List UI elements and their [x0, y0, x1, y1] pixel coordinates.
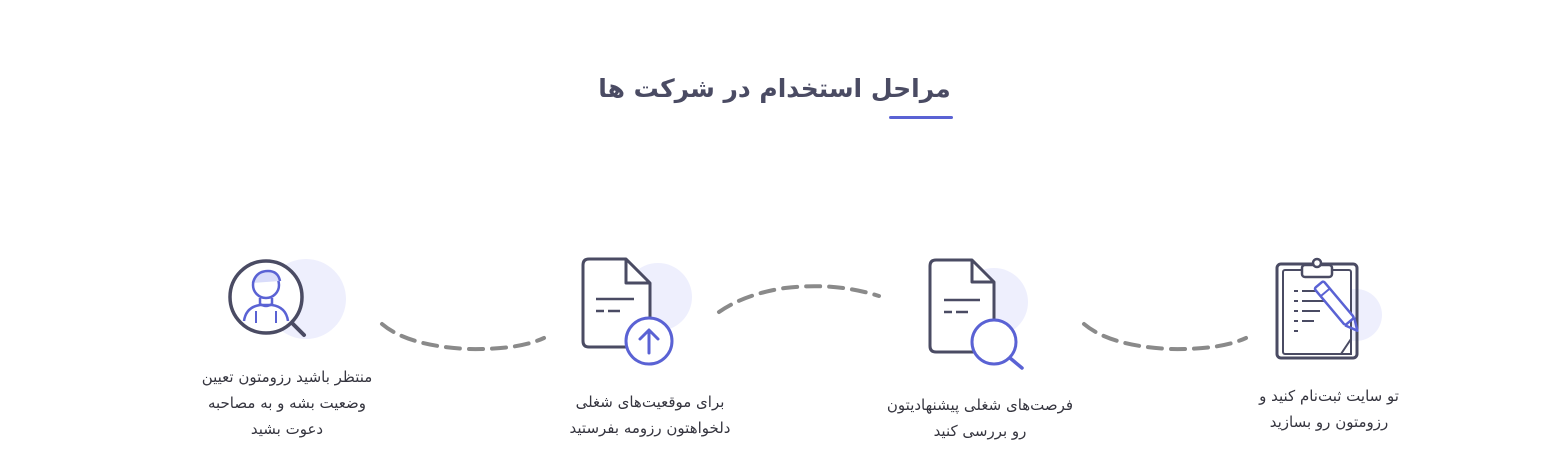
title-underline [889, 116, 953, 119]
step-1-text: تو سایت ثبت‌نام کنید و رزومتون رو بسازید [1259, 387, 1399, 431]
step-2-text: فرصت‌های شغلی پیشنهادیتون رو بررسی کنید [886, 396, 1074, 440]
user-search-icon [228, 259, 346, 339]
clipboard-pencil-icon [1275, 257, 1382, 360]
connector-dashed-3 [380, 322, 546, 352]
document-search-icon [928, 258, 1028, 370]
document-upload-icon [581, 257, 692, 366]
section-title: مراحل استخدام در شرکت ها [598, 74, 951, 103]
connector-dashed-1 [1082, 322, 1248, 352]
step-3-text: برای موقعیت‌های شغلی دلخواهتون رزومه بفر… [569, 393, 731, 437]
step-4-text: منتظر باشید رزومتون تعیین وضعیت بشه و به… [201, 368, 373, 438]
connector-dashed-2 [717, 284, 881, 314]
